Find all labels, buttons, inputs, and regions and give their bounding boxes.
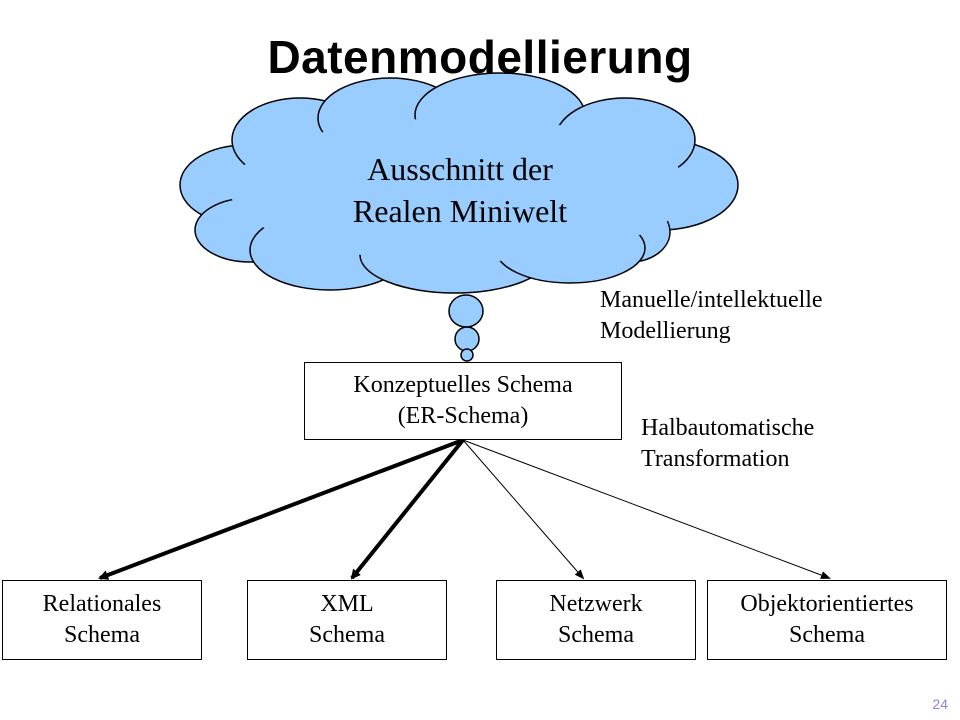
thought-bubbles xyxy=(448,294,484,362)
xml-schema-box: XML Schema xyxy=(247,580,447,660)
arrow-to-xml xyxy=(350,438,465,580)
object-oriented-schema-box: Objektorientiertes Schema xyxy=(707,580,947,660)
relational-schema-box: Relationales Schema xyxy=(2,580,202,660)
semi-automatic-label: Halbautomatische Transformation xyxy=(641,415,815,472)
arrow-to-relational xyxy=(98,438,464,580)
arrow-to-oo xyxy=(462,439,831,579)
conceptual-schema-box: Konzeptuelles Schema (ER-Schema) xyxy=(304,362,622,440)
page-number: 24 xyxy=(932,696,948,712)
arrow-to-network xyxy=(462,439,585,580)
cloud-shape xyxy=(179,72,739,294)
manual-modeling-label: Manuelle/intellektuelle Modellierung xyxy=(600,287,823,344)
cloud-label: Ausschnitt der Realen Miniwelt xyxy=(352,151,568,229)
network-schema-box: Netzwerk Schema xyxy=(496,580,696,660)
